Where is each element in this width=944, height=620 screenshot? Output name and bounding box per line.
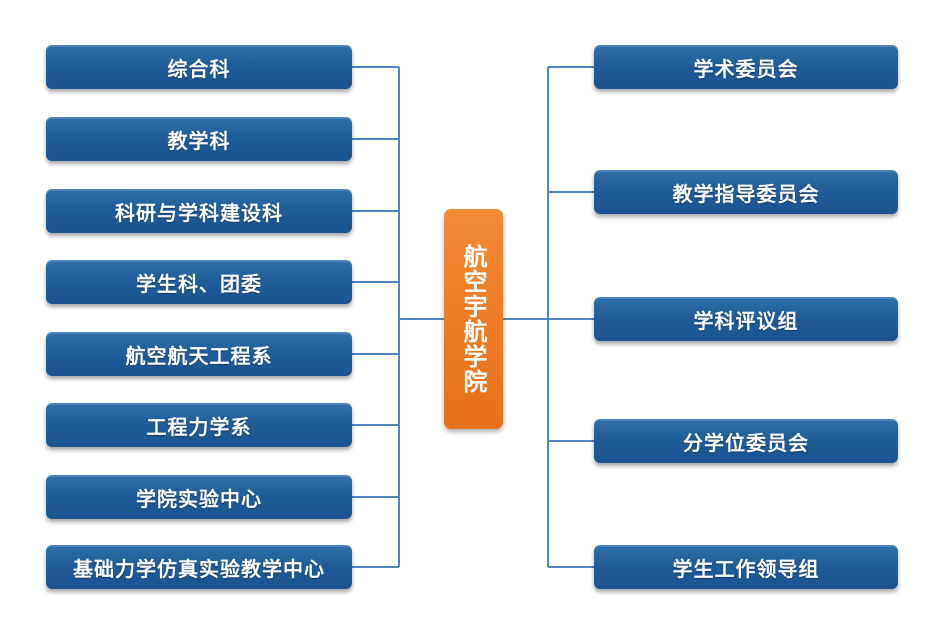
node-label: 教学指导委员会: [672, 182, 820, 206]
node-label: 科研与学科建设科: [115, 201, 283, 225]
node-label: 学科评议组: [693, 309, 799, 333]
node-aerospace-engineering-dept: 航空航天工程系: [46, 332, 352, 376]
node-label: 分学位委员会: [683, 431, 809, 455]
node-label: 工程力学系: [146, 415, 252, 439]
node-teaching-guidance-committee: 教学指导委员会: [594, 170, 898, 214]
node-lab-center: 学院实验中心: [46, 475, 352, 519]
node-label: 学术委员会: [693, 57, 799, 81]
node-label: 基础力学仿真实验教学中心: [73, 557, 325, 581]
node-teaching-office: 教学科: [46, 117, 352, 161]
node-label: 教学科: [167, 129, 231, 153]
node-label: 综合科: [167, 57, 231, 81]
node-comprehensive-office: 综合科: [46, 45, 352, 89]
center-label: 航空宇航学院: [459, 244, 487, 394]
node-label: 学院实验中心: [136, 487, 262, 511]
node-label: 航空航天工程系: [125, 344, 273, 368]
node-label: 学生工作领导组: [672, 557, 820, 581]
center-node-college: 航空宇航学院: [444, 209, 503, 429]
node-student-work-leadership-group: 学生工作领导组: [594, 545, 898, 589]
node-research-office: 科研与学科建设科: [46, 189, 352, 233]
node-student-affairs: 学生科、团委: [46, 260, 352, 304]
node-mechanics-simulation-center: 基础力学仿真实验教学中心: [46, 545, 352, 589]
node-label: 学生科、团委: [136, 272, 262, 296]
node-academic-committee: 学术委员会: [594, 45, 898, 89]
node-degree-committee: 分学位委员会: [594, 419, 898, 463]
node-engineering-mechanics-dept: 工程力学系: [46, 403, 352, 447]
node-discipline-review-group: 学科评议组: [594, 297, 898, 341]
